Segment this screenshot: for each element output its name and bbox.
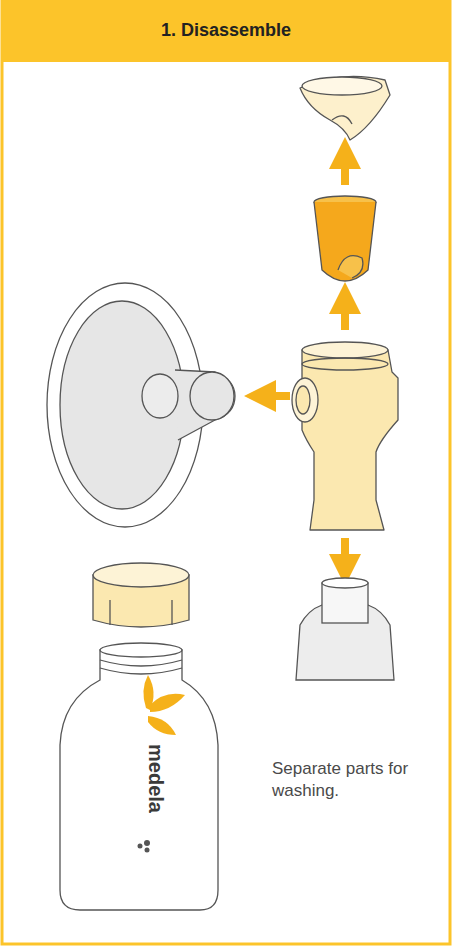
arrow-up (341, 153, 349, 185)
arrow-up (341, 298, 349, 330)
bottle (60, 643, 218, 910)
brand-logo (143, 675, 185, 735)
step-title: 1. Disassemble (0, 20, 452, 41)
instruction-note: Separate parts for washing. (272, 758, 412, 802)
membrane (314, 196, 376, 281)
pump-cap (300, 76, 390, 140)
arrow-left (260, 392, 290, 400)
connector-body (292, 342, 398, 530)
valve-base (296, 578, 394, 680)
brand-symbol (138, 840, 151, 853)
arrow-down (341, 538, 349, 570)
brand-text: medela (144, 734, 167, 824)
breast-shield (47, 283, 235, 527)
bottle-cap (93, 563, 189, 627)
